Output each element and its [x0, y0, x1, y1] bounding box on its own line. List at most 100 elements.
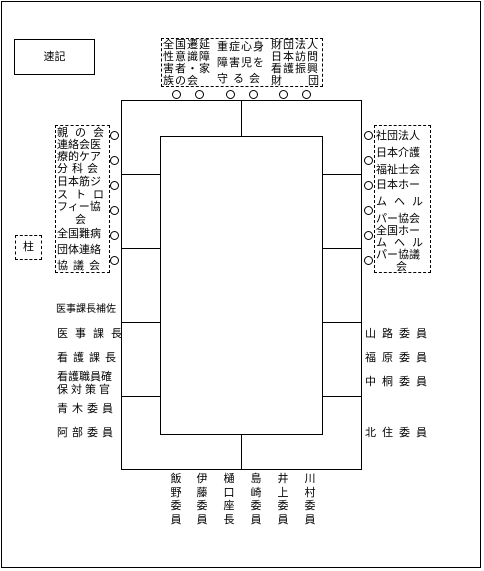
bottom-member-char: 島 [250, 472, 262, 485]
bottom-member: 井 上 委 員 [277, 472, 289, 526]
top-group-2-line: 障害児を [217, 56, 265, 69]
right-group-2-line: ムヘル [376, 195, 430, 208]
seat-circle [364, 181, 373, 190]
left-group-1-line: 療的ケア [57, 150, 101, 163]
left-group-1-line: 連絡会医 [57, 138, 101, 151]
left-staff-label: 保対策官 [57, 383, 113, 396]
right-group-3-line: ムヘル [376, 236, 430, 249]
bottom-member-char: 員 [196, 512, 208, 526]
top-group-1-line: 性意識障 [163, 50, 211, 63]
bottom-member-char: 員 [277, 512, 289, 526]
bottom-member-char: 委 [196, 499, 208, 512]
seat-circle [110, 206, 119, 215]
seat-circle [279, 90, 288, 99]
seat-circle [110, 256, 119, 265]
bottom-member-char: 飯 [170, 472, 182, 485]
left-group-2-line: 会 [75, 212, 86, 226]
bottom-member-char: 川 [304, 472, 316, 485]
seat-circle [302, 90, 311, 99]
top-group-3-line: 財団 [271, 74, 345, 87]
bottom-member: 川 村 委 員 [304, 472, 316, 526]
right-member-label: 福原委員 [365, 351, 433, 364]
seat-circle [249, 90, 258, 99]
seat-circle [110, 181, 119, 190]
bottom-member-char: 委 [250, 499, 262, 512]
bottom-member-char: 伊 [196, 472, 208, 485]
bottom-member-char: 長 [223, 512, 235, 526]
seat-circle [195, 90, 204, 99]
bottom-member-char: 上 [277, 485, 289, 499]
right-group-3-line: パー協議 [376, 248, 420, 261]
bottom-member-char: 崎 [250, 485, 262, 499]
top-group-1-line: 全国遷延 [163, 38, 211, 51]
bottom-member: 飯 野 委 員 [170, 472, 182, 526]
stenographer-label: 速記 [43, 50, 66, 63]
top-group-1-line: 族の会 [163, 74, 199, 87]
bottom-member: 樋 口 座 長 [223, 472, 235, 526]
right-group-2-line: 日本ホー [376, 178, 420, 191]
bottom-member-char: 員 [170, 512, 182, 526]
right-group-1-line: 福祉士会 [376, 163, 420, 176]
left-group-3-line: 協議会 [57, 259, 105, 272]
right-member-label: 北住委員 [365, 426, 433, 439]
bottom-member-char: 委 [277, 499, 289, 512]
bottom-member-char: 野 [170, 485, 182, 499]
right-member-label: 山路委員 [365, 327, 433, 340]
inner-table [160, 136, 323, 435]
seat-circle [364, 206, 373, 215]
pillar-box: 柱 [15, 235, 42, 260]
seat-circle [110, 231, 119, 240]
bottom-member-char: 井 [277, 472, 289, 485]
left-staff-label: 医事課長補佐 [56, 304, 116, 315]
bottom-member-char: 員 [304, 512, 316, 526]
top-group-1: 全国遷延 性意識障 害者・家 族の会 [163, 39, 211, 87]
seat-circle [364, 131, 373, 140]
left-staff-label: 青木委員 [57, 402, 117, 415]
bottom-member-char: 藤 [196, 485, 208, 499]
left-group-2-line: 日本筋ジ [57, 175, 101, 188]
left-group-1-line: 親の会 [57, 126, 111, 139]
top-group-2-line: 重症心身 [217, 40, 265, 53]
left-staff-label: 看護課長 [57, 351, 121, 364]
pillar-label: 柱 [23, 240, 34, 253]
left-staff-label: 阿部委員 [57, 426, 117, 439]
seat-circle [172, 90, 181, 99]
right-group-1: 社団法人 日本介護 福祉士会 [376, 127, 420, 178]
right-group-3: 全国ホー ムヘル パー協議 会 [376, 225, 430, 273]
bottom-member-char: 座 [223, 499, 235, 512]
top-group-3: 財団法人 日本訪問 看護振興 財団 [271, 39, 345, 87]
right-group-3-line: 会 [396, 260, 407, 273]
right-group-2: 日本ホー ムヘル パー協会 [376, 176, 430, 227]
left-group-box [55, 125, 110, 273]
left-group-3-line: 団体連絡 [57, 243, 101, 256]
outer-table [121, 100, 362, 470]
right-group-1-line: 日本介護 [376, 146, 420, 159]
top-group-2: 重症心身 障害児を 守る会 [217, 39, 265, 87]
left-staff-label: 看護職員確 [57, 370, 112, 383]
seat-circle [364, 256, 373, 265]
left-group-3: 全国難病 団体連絡 協議会 [57, 226, 105, 274]
right-group-box [374, 125, 431, 273]
bottom-member-char: 委 [170, 499, 182, 512]
left-group-2-line: ストロ [57, 187, 111, 201]
bottom-member-char: 村 [304, 485, 316, 499]
seat-circle [364, 156, 373, 165]
left-group-2-line: フィー協 [57, 200, 101, 213]
top-group-1-line: 害者・家 [163, 62, 211, 75]
bottom-member-char: 樋 [223, 472, 235, 485]
right-group-3-line: 全国ホー [376, 224, 420, 237]
seat-circle [364, 231, 373, 240]
right-group-1-line: 社団法人 [376, 129, 420, 142]
top-group-box [161, 38, 323, 87]
top-group-2-line: 守る会 [217, 72, 265, 85]
top-group-3-line: 日本訪問 [271, 50, 319, 63]
left-group-3-line: 全国難病 [57, 227, 101, 240]
top-group-3-line: 看護振興 [271, 62, 319, 75]
bottom-member: 伊 藤 委 員 [196, 472, 208, 526]
seat-circle [110, 156, 119, 165]
right-group-2-line: パー協会 [376, 212, 420, 225]
left-group-1-line: 分科会 [57, 162, 102, 175]
bottom-member: 島 崎 委 員 [250, 472, 262, 526]
